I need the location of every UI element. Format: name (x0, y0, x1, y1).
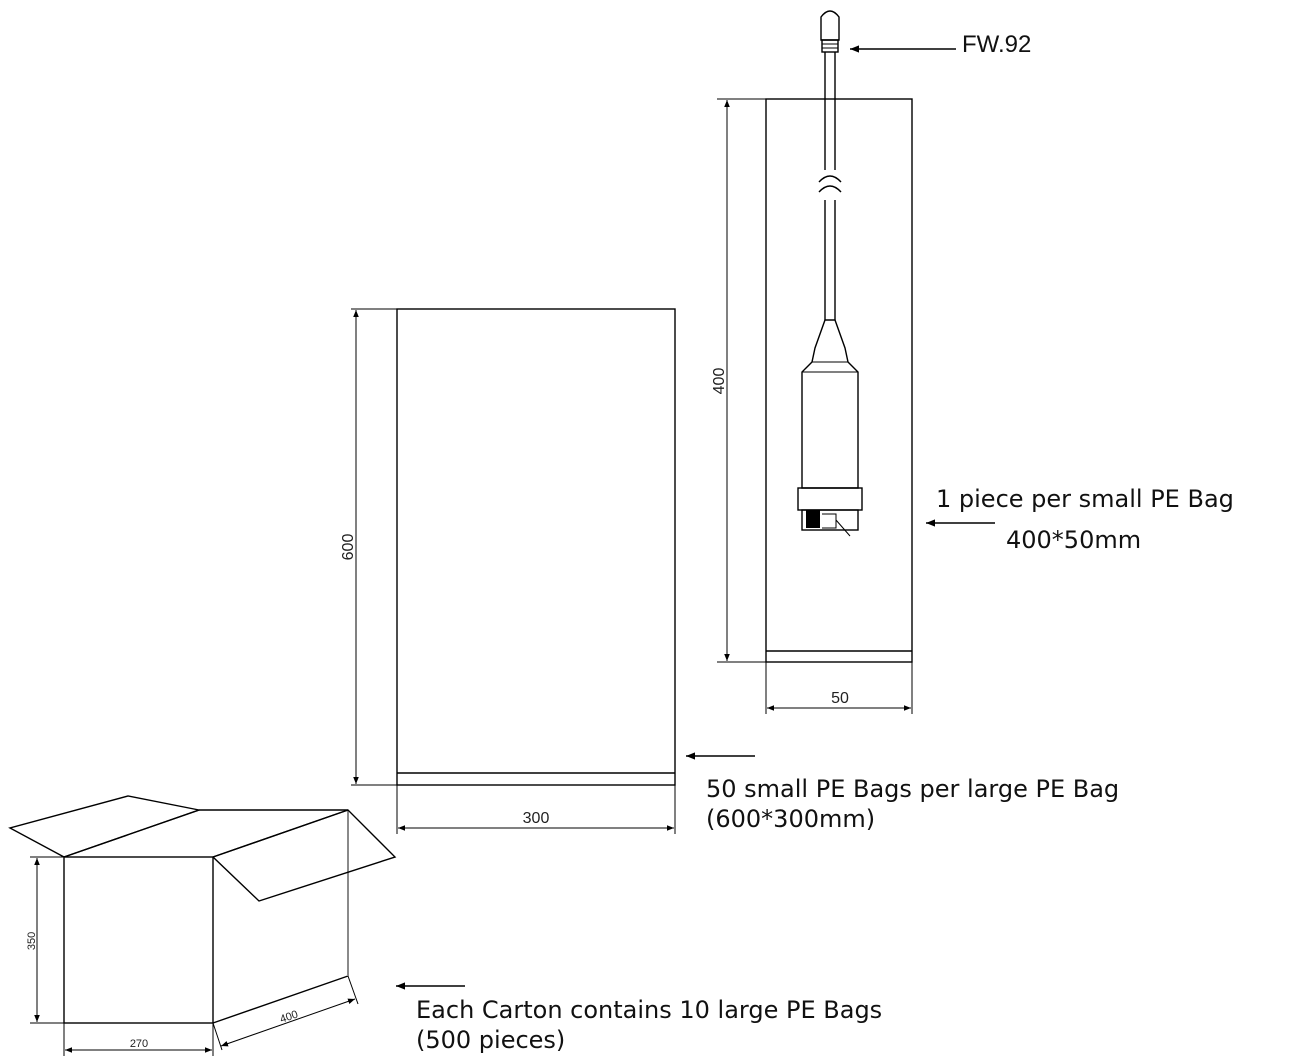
small-pe-bag: 400 50 (711, 98, 913, 714)
carton-fold-line (63, 809, 200, 858)
antenna-model-label: FW.92 (962, 31, 1032, 58)
carton-width-label: 270 (130, 1038, 148, 1050)
small-bag-outline (765, 98, 913, 663)
carton-front-face (63, 856, 214, 1024)
large-bag-width-label: 300 (523, 810, 550, 827)
large-pe-bag: 600 300 (340, 308, 676, 834)
carton-note-line1: Each Carton contains 10 large PE Bags (416, 996, 883, 1024)
carton-depth-label: 400 (278, 1009, 299, 1026)
break-symbol (818, 185, 842, 193)
carton-note-line2: (500 pieces) (416, 1026, 566, 1054)
small-bag-height-label: 400 (711, 368, 728, 395)
large-bag-note-line2: (600*300mm) (706, 805, 876, 833)
antenna-body (801, 319, 859, 489)
small-bag-width-label: 50 (831, 690, 849, 707)
carton-height-label: 350 (26, 932, 38, 950)
ext-line (212, 1022, 223, 1051)
large-bag-height-label: 600 (340, 534, 357, 561)
connector-base (801, 509, 859, 531)
connector-pin (806, 510, 820, 528)
carton-front-flap (8, 795, 202, 858)
large-bag-outline (396, 308, 676, 786)
small-bag-note-line2: 400*50mm (1006, 526, 1142, 554)
break-symbol (818, 175, 842, 183)
small-bag-note-line1: 1 piece per small PE Bag (936, 485, 1234, 513)
carton-depth-dimension-line (220, 998, 356, 1047)
connector-knurl (797, 487, 863, 511)
carton: 350 270 400 (8, 795, 397, 1056)
antenna (797, 10, 956, 537)
ext-line (347, 975, 359, 1005)
antenna-tip (820, 10, 840, 41)
antenna-tip-collar (821, 39, 839, 53)
large-bag-note-line1: 50 small PE Bags per large PE Bag (706, 775, 1120, 803)
carton-side-flap (211, 809, 397, 902)
